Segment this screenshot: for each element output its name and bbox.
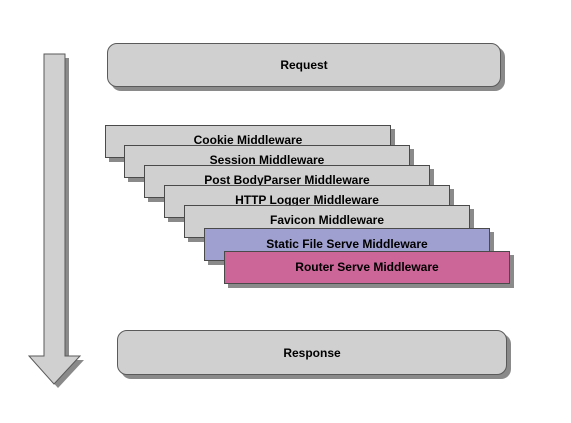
request-label: Request	[280, 58, 328, 72]
request-box: Request	[107, 43, 501, 87]
middleware-label: Static File Serve Middleware	[266, 237, 428, 251]
middleware-label: Favicon Middleware	[269, 213, 385, 227]
middleware-label: Session Middleware	[209, 153, 325, 167]
response-box: Response	[117, 330, 507, 375]
middleware-label: Cookie Middleware	[193, 133, 303, 147]
middleware-label: Post BodyParser Middleware	[204, 173, 370, 187]
middleware-label: HTTP Logger Middleware	[235, 193, 379, 207]
middleware-layer-router: Router Serve Middleware	[224, 251, 510, 284]
middleware-label: Router Serve Middleware	[295, 260, 439, 274]
response-label: Response	[283, 345, 341, 360]
